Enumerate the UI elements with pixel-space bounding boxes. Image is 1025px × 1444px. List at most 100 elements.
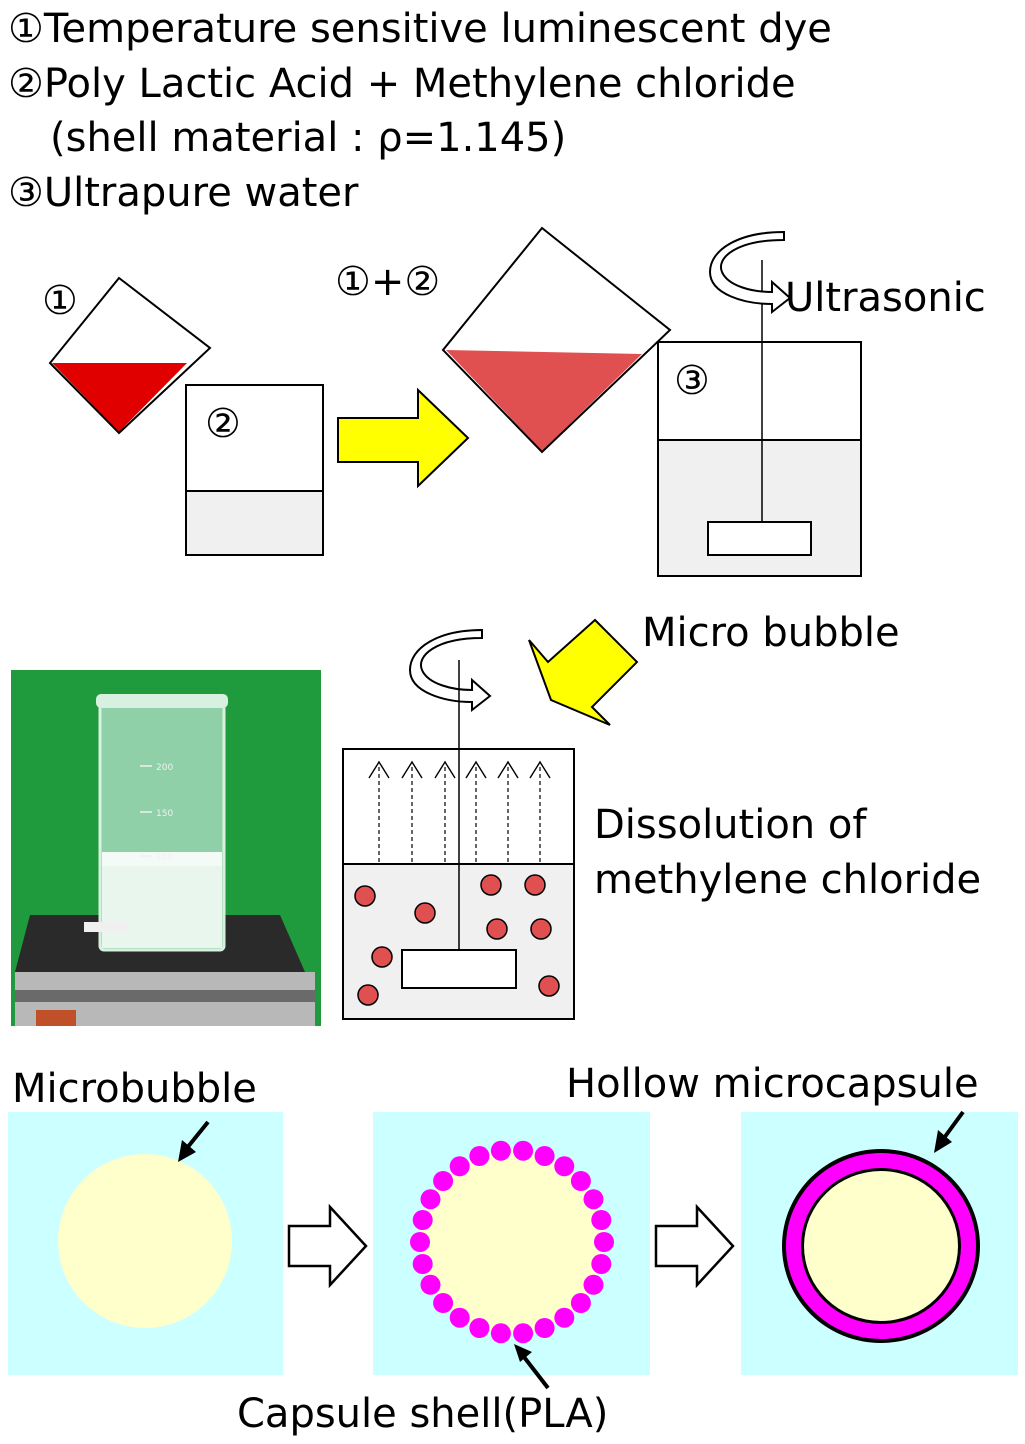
beaker-3-outline bbox=[657, 341, 862, 577]
beaker-2: ② bbox=[185, 384, 324, 556]
pla-particle bbox=[554, 1156, 575, 1177]
photo-tick-label-150: 150 bbox=[156, 809, 173, 819]
evaporation-arrowhead bbox=[401, 760, 423, 779]
pla-particle bbox=[570, 1171, 591, 1191]
evaporation-arrowhead bbox=[368, 760, 390, 779]
beaker-2-liquid bbox=[186, 491, 323, 555]
dissolution-label-line2: methylene chloride bbox=[594, 857, 981, 903]
micro-bubble bbox=[530, 918, 552, 940]
step2-dissolution: Micro bubble 200 150 100 bbox=[11, 610, 981, 1026]
open-arrow-2 bbox=[654, 1203, 735, 1289]
evaporation-arrowhead bbox=[465, 760, 487, 779]
microbubble-pointer-line bbox=[185, 1120, 210, 1150]
panel-hollow-capsule bbox=[741, 1110, 1018, 1375]
beaker-3-label: ③ bbox=[674, 358, 710, 404]
micro-bubble bbox=[538, 975, 560, 997]
pla-particle bbox=[591, 1254, 612, 1274]
ultrasonic-label: Ultrasonic bbox=[785, 275, 986, 321]
evaporation-arrowhead bbox=[529, 760, 551, 779]
photo-hotplate-knob bbox=[36, 1010, 76, 1026]
flask-mixed: ①+② bbox=[335, 226, 672, 454]
photo-hotplate-band bbox=[15, 990, 315, 1002]
legend-item-2: ②Poly Lactic Acid + Methylene chloride bbox=[8, 61, 796, 107]
step1-mixing: ① ② ①+② ③ Ultrasonic bbox=[42, 226, 986, 577]
beaker-2-outline bbox=[185, 384, 324, 556]
forming-bubble-circle bbox=[420, 1150, 604, 1334]
evaporation-arrows bbox=[378, 766, 541, 862]
panel-microbubble bbox=[8, 1112, 283, 1375]
dissolution-stirrer-paddle bbox=[401, 949, 517, 989]
evaporation-arrowheads bbox=[368, 760, 551, 779]
flask-1: ① bbox=[42, 276, 212, 435]
pla-particle bbox=[591, 1210, 612, 1230]
dissolution-label-line1: Dissolution of bbox=[594, 802, 867, 848]
pla-particle bbox=[469, 1318, 490, 1338]
pla-particle bbox=[534, 1318, 555, 1338]
flask-mixed-outline bbox=[441, 226, 672, 454]
pla-particle bbox=[513, 1140, 534, 1161]
beaker-photo: 200 150 100 bbox=[11, 670, 321, 1026]
photo-beaker-rim bbox=[96, 694, 228, 708]
flask-1-outline bbox=[48, 276, 212, 435]
panel-shell-forming bbox=[373, 1112, 650, 1390]
capsule-pointer-head bbox=[934, 1130, 952, 1153]
rotation-arrow-icon bbox=[708, 230, 792, 315]
microbubble-label: Microbubble bbox=[12, 1066, 257, 1112]
pla-particle bbox=[570, 1293, 591, 1313]
beaker-2-label: ② bbox=[205, 401, 241, 447]
pla-particle bbox=[594, 1232, 614, 1252]
pla-particle bbox=[534, 1146, 555, 1166]
pla-particle bbox=[490, 1323, 511, 1344]
flask-mixed-liquid bbox=[446, 350, 642, 451]
pla-particle bbox=[554, 1307, 575, 1328]
micro-bubble bbox=[480, 874, 502, 896]
pla-particle bbox=[583, 1274, 604, 1295]
photo-beaker-foam bbox=[102, 852, 222, 866]
photo-paper-label bbox=[84, 922, 128, 932]
legend-item-2-note: (shell material : ρ=1.145) bbox=[50, 115, 566, 161]
capsule-shell-label: Capsule shell(PLA) bbox=[237, 1391, 608, 1437]
pla-particle bbox=[410, 1232, 430, 1252]
pla-particle bbox=[433, 1293, 454, 1313]
stirrer-paddle bbox=[707, 521, 812, 556]
open-arrow-1 bbox=[287, 1203, 368, 1289]
photo-beaker-liquid bbox=[102, 862, 222, 948]
flask-1-label: ① bbox=[42, 278, 78, 324]
yellow-arrow-right bbox=[337, 387, 470, 489]
legend-item-3: ③Ultrapure water bbox=[8, 170, 359, 216]
flask-mixed-label: ①+② bbox=[335, 259, 440, 305]
micro-bubble bbox=[486, 918, 508, 940]
pla-particle bbox=[490, 1140, 511, 1161]
microbubble-circle bbox=[58, 1154, 232, 1328]
micro-bubble bbox=[524, 874, 546, 896]
shell-pointer-line bbox=[522, 1355, 550, 1390]
pla-particle bbox=[583, 1189, 604, 1210]
pla-particle bbox=[449, 1307, 470, 1328]
capsule-pointer-line bbox=[942, 1110, 965, 1140]
micro-bubble bbox=[354, 885, 376, 907]
evaporation-arrowhead bbox=[434, 760, 456, 779]
micro-bubbles bbox=[354, 874, 560, 1006]
photo-tick-label-200: 200 bbox=[156, 763, 173, 773]
micro-bubble bbox=[371, 946, 393, 968]
flask-1-liquid bbox=[52, 363, 187, 432]
step3-capsule-formation: Microbubble Hollow microcapsule bbox=[8, 1061, 1018, 1437]
pla-particle bbox=[433, 1171, 454, 1191]
micro-bubble bbox=[357, 984, 379, 1006]
pla-particles bbox=[410, 1140, 614, 1344]
capsule-core bbox=[804, 1171, 958, 1321]
pla-particle bbox=[412, 1254, 433, 1274]
pla-particle bbox=[412, 1210, 433, 1230]
evaporation-arrowhead bbox=[497, 760, 519, 779]
microbubble-pointer-head bbox=[178, 1140, 196, 1162]
shell-pointer-head bbox=[514, 1344, 532, 1362]
pla-particle bbox=[449, 1156, 470, 1177]
pla-particle bbox=[469, 1146, 490, 1166]
pla-particle bbox=[513, 1323, 534, 1344]
pla-particle bbox=[420, 1274, 441, 1295]
micro-bubble-label: Micro bubble bbox=[642, 610, 900, 656]
hollow-microcapsule-label: Hollow microcapsule bbox=[566, 1061, 979, 1107]
micro-bubble bbox=[414, 902, 436, 924]
photo-tick-label-100: 100 bbox=[156, 853, 173, 863]
